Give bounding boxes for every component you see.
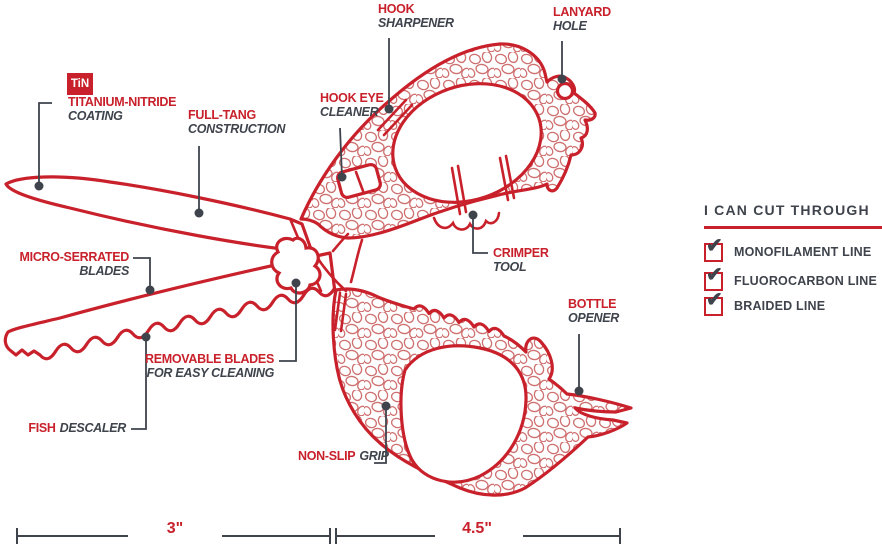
callout-micro-serrated-line (133, 257, 151, 290)
checklist-row-monofilament: ✔ MONOFILAMENT LINE (704, 236, 872, 262)
label-subtitle: FOR EASY CLEANING (146, 366, 275, 380)
cut-through-heading: I CAN CUT THROUGH (704, 202, 870, 218)
hook-eye-cleaner-slash (354, 170, 365, 193)
crimper-teeth (432, 211, 501, 231)
label-title: HOOK (378, 2, 415, 16)
checkmark-icon: ✔ (706, 264, 723, 286)
checklist-label: FLUOROCARBON LINE (734, 274, 877, 288)
dimension-lines (16, 528, 621, 544)
callout-lines (38, 38, 580, 464)
checklist-row-braided: ✔ BRAIDED LINE (704, 290, 826, 316)
checklist-row-fluorocarbon: ✔ FLUOROCARBON LINE (704, 265, 877, 291)
label-lanyard-hole: LANYARD HOLE (553, 5, 611, 33)
label-micro-serrated: MICRO-SERRATED BLADES (19, 250, 130, 278)
upper-blade (4, 175, 314, 254)
label-removable-blades: REMOVABLE BLADES FOR EASY CLEANING (145, 352, 274, 380)
checkbox: ✔ (704, 290, 723, 316)
label-subtitle: GRIP (359, 449, 389, 463)
lower-handle-joint-lines (333, 291, 348, 333)
label-title: NON-SLIP (298, 449, 356, 463)
label-title: TITANIUM-NITRIDE (68, 95, 177, 109)
label-subtitle: CLEANER (320, 105, 379, 119)
checklist-label: MONOFILAMENT LINE (734, 245, 872, 259)
heading-underline (704, 226, 882, 229)
checkmark-icon: ✔ (706, 235, 723, 257)
callout-non-slip-line (374, 407, 387, 464)
callout-removable-line (279, 284, 297, 362)
handle-length-value: 4.5" (462, 520, 492, 537)
blade-length-value: 3" (166, 520, 184, 537)
label-subtitle: TOOL (493, 260, 527, 274)
label-title: REMOVABLE BLADES (144, 352, 274, 366)
label-title: FISH (28, 421, 56, 435)
label-title: HOOK EYE (320, 91, 384, 105)
upper-handle-joint-lines (450, 154, 516, 216)
label-title: CRIMPER (493, 246, 549, 260)
label-subtitle: OPENER (568, 311, 619, 325)
checkmark-icon: ✔ (706, 289, 723, 311)
label-subtitle: BLADES (79, 264, 129, 278)
label-title: BOTTLE (568, 297, 617, 311)
label-hook-sharpener: HOOK SHARPENER (378, 2, 454, 30)
checkbox: ✔ (704, 265, 723, 291)
lower-finger-hole (399, 344, 528, 484)
lanyard-hole-circle (555, 81, 575, 101)
label-subtitle: COATING (68, 109, 123, 123)
label-title: LANYARD (553, 5, 611, 19)
label-crimper-tool: CRIMPER TOOL (493, 246, 549, 274)
label-bottle-opener: BOTTLE OPENER (568, 297, 619, 325)
label-title: MICRO-SERRATED (19, 250, 130, 264)
tin-badge: TiN (67, 73, 93, 95)
lower-blade (3, 251, 337, 361)
label-subtitle: HOLE (553, 19, 587, 33)
callout-dots (34, 74, 584, 411)
label-subtitle: DESCALER (59, 421, 127, 435)
pivot-screw (270, 236, 322, 295)
callout-crimper-line (472, 216, 488, 254)
label-full-tang: FULL-TANG CONSTRUCTION (188, 108, 285, 136)
label-titanium-nitride: TITANIUM-NITRIDE COATING (68, 95, 176, 123)
checkbox: ✔ (704, 236, 723, 262)
label-title: FULL-TANG (188, 108, 256, 122)
label-subtitle: SHARPENER (378, 16, 454, 30)
callout-fish-line (131, 338, 147, 430)
label-subtitle: CONSTRUCTION (188, 122, 286, 136)
checklist-label: BRAIDED LINE (734, 299, 826, 313)
callout-hook-eye-line (339, 127, 343, 178)
callout-titanium-line (38, 102, 52, 186)
label-hook-eye-cleaner: HOOK EYE CLEANER (320, 91, 384, 119)
hook-sharpener-slit (376, 98, 414, 137)
